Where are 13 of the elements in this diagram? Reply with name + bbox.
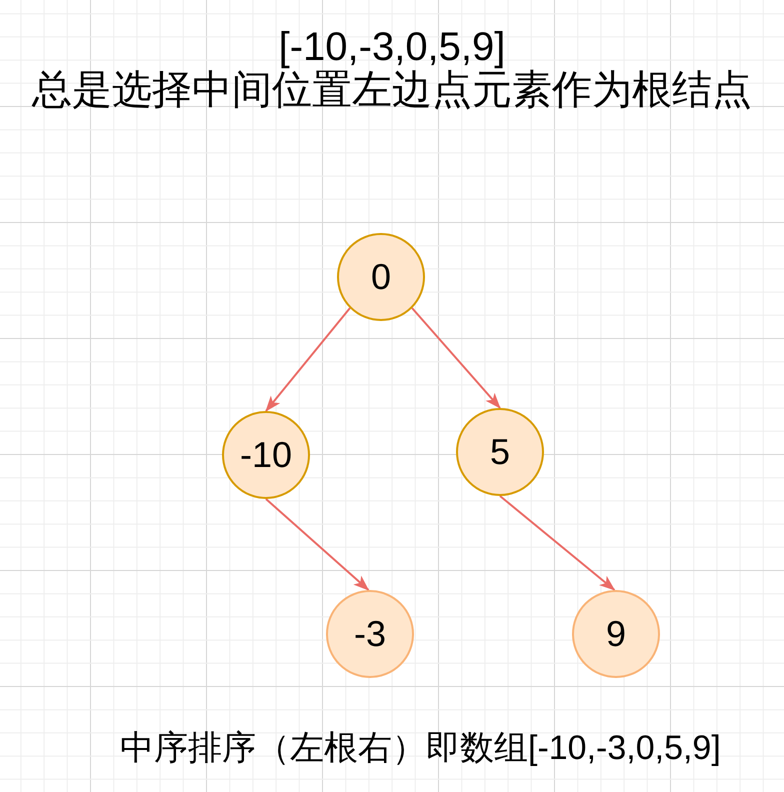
arrow	[265, 307, 351, 412]
caption: 中序排序（左根右）即数组[-10,-3,0,5,9]	[120, 728, 721, 768]
title: [-10,-3,0,5,9]	[278, 24, 506, 70]
arrow	[265, 498, 370, 591]
subtitle: 总是选择中间位置左边点元素作为根结点	[32, 68, 752, 114]
arrow	[499, 495, 616, 591]
node-value: -10	[240, 435, 292, 475]
node-value: 5	[490, 432, 510, 472]
arrow	[411, 307, 501, 409]
node-value: -3	[354, 614, 386, 654]
node-value: 9	[606, 614, 626, 654]
tree-node-circle	[326, 590, 414, 678]
node-value: 0	[370, 257, 392, 297]
